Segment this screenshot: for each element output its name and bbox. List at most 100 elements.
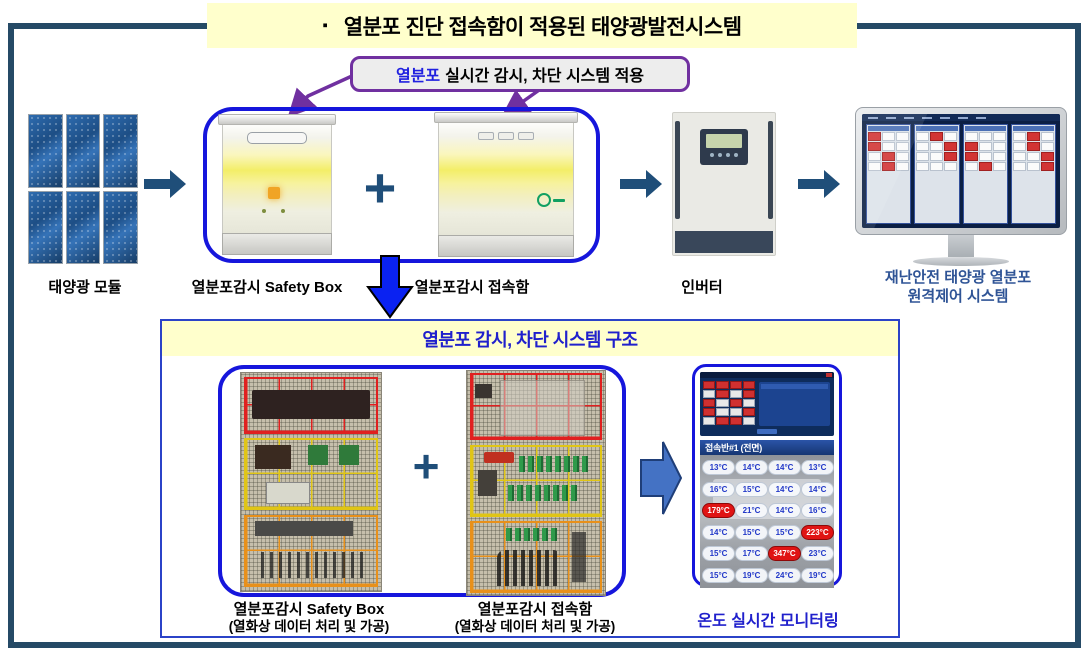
monitor-unit [855,107,1067,269]
inverter-lcd [706,134,742,148]
label-temp-monitoring: 온도 실시간 모니터링 [697,613,839,630]
photo-detail [252,390,370,419]
dashboard-button [757,429,777,434]
safety-box-unit [218,114,336,255]
photo-detail [255,521,353,537]
photo-detail [339,444,359,465]
inverter-buttons [710,153,738,157]
photos-outline [218,365,626,597]
flow-arrow-2 [620,170,662,198]
temp-reading: 21°C [735,503,768,519]
temp-reading: 179°C [702,503,735,519]
monitor-screen-columns [866,124,1056,224]
flow-arrow-3 [798,170,840,198]
temp-reading: 16°C [702,481,735,497]
label-line2: (열화상 데이터 처리 및 가공) [454,619,616,634]
photo-detail [266,482,311,504]
temp-reading: 19°C [735,567,768,583]
temp-reading: 15°C [702,567,735,583]
photo-detail [500,379,585,436]
monitor-stand [948,235,974,257]
inverter-display [700,129,748,165]
monitor-frame [855,107,1067,235]
callout-highlight: 열분포 [395,68,441,85]
temp-reading: 24°C [768,567,801,583]
temp-reading: 16°C [801,503,834,519]
temp-reading: 19°C [801,567,834,583]
photo-detail [478,469,498,497]
cabinet-base [438,235,574,257]
temp-reading: 23°C [801,546,834,562]
dashboard-status-tiles [703,381,755,425]
callout-bubble: 열분포 실시간 감시, 차단 시스템 적용 [350,56,690,92]
structure-section: 열분포 감시, 차단 시스템 구조 + [160,319,900,638]
temp-reading: 17°C [735,546,768,562]
label-remote-line2: 원격제어 시스템 [907,287,1009,305]
photo-detail [255,444,292,469]
solar-panel [28,114,63,188]
label-safety-box-photo: 열분포감시 Safety Box (열화상 데이터 처리 및 가공) [229,601,390,635]
inverter-rail [768,121,773,219]
orange-emblem [268,187,281,199]
photo-detail [308,444,328,465]
temp-reading: 14°C [768,503,801,519]
flow-arrow-1 [144,170,186,198]
inverter-rail [675,121,680,219]
photo-detail [483,451,514,463]
safety-box-interior-photo [240,372,382,592]
brand-logo-icon [537,193,565,207]
cabinet-body [222,125,332,233]
temp-reading: 14°C [702,524,735,540]
monitor-base [913,257,1009,266]
photo-detail [475,384,492,398]
monitor-screen [862,114,1060,228]
cabinet-base [222,233,332,255]
result-arrow [640,441,682,515]
slide-title-bar: ▪ 열분포 진단 접속함이 적용된 태양광발전시스템 [207,3,857,48]
temp-reading: 13°C [801,460,834,476]
temp-reading: 14°C [768,481,801,497]
photo-detail [497,550,561,587]
inverter-unit [672,112,776,256]
temp-reading: 14°C [801,481,834,497]
label-junction-box: 열분포감시 접속함 [414,279,530,296]
dashboard-main-panel [759,382,830,426]
cabinet-top-cap [434,112,578,123]
temp-reading: 347°C [768,546,801,562]
label-remote-line1: 재난안전 태양광 열분포 [884,269,1032,286]
monitor-menubar [862,114,1060,121]
label-remote-system: 재난안전 태양광 열분포 원격제어 시스템 [885,269,1031,307]
unit-label-plate [247,132,307,144]
slide-title: 열분포 진단 접속함이 적용된 태양광발전시스템 [343,15,742,39]
photo-detail [260,551,365,578]
plus-sign-2: + [412,440,440,492]
label-line1: 열분포감시 Safety Box [233,601,385,618]
cabinet-body [438,123,574,235]
monitor-column [962,124,1008,224]
label-inverter: 인버터 [681,279,723,296]
dashboard-topbar [700,372,834,378]
temp-reading: 13°C [702,460,735,476]
label-line2: (열화상 데이터 처리 및 가공) [228,619,390,634]
structure-section-header: 열분포 감시, 차단 시스템 구조 [162,321,898,356]
inverter-base [675,231,773,253]
monitor-column [914,124,960,224]
bullet-icon: ▪ [322,17,328,34]
label-junction-box-photo: 열분포감시 접속함 (열화상 데이터 처리 및 가공) [455,601,616,635]
callout-text: 실시간 감시, 차단 시스템 적용 [445,68,645,85]
temp-reading: 15°C [702,546,735,562]
solar-panel [103,114,138,188]
photo-detail [508,485,581,501]
temp-reading: 14°C [735,460,768,476]
photo-detail [571,532,586,582]
monitor-column [866,124,912,224]
solar-panel-array [28,114,138,264]
unit-label-marks [478,132,534,140]
monitored-units-outline [203,107,600,263]
temp-reading: 14°C [768,460,801,476]
dashboard-mini [700,372,834,436]
